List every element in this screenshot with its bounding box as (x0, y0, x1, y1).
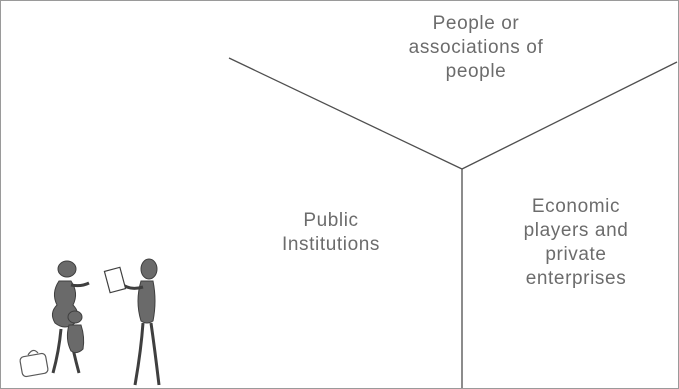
sector-label-economic-line-2: players and (523, 220, 629, 241)
sector-label-people-line-1: People or (432, 13, 520, 34)
middle-figure-body-icon (66, 324, 85, 354)
people-discussion-icon (19, 258, 161, 386)
clipboard-icon (103, 266, 127, 294)
sector-label-economic-line-4: enterprises (525, 268, 627, 289)
sector-label-people-line-3: people (445, 61, 507, 82)
right-figure-legs-icon (133, 322, 161, 386)
sector-label-public-line-2: Institutions (281, 234, 381, 255)
sector-label-public: Public Institutions (251, 209, 411, 257)
sector-label-economic: Economic players and private enterprises (481, 195, 671, 291)
left-figure-arm-icon (70, 281, 90, 288)
sector-label-people: People or associations of people (361, 12, 591, 84)
briefcase-handle-icon (27, 349, 39, 356)
sector-label-public-line-1: Public (303, 210, 359, 231)
briefcase-icon (19, 352, 49, 378)
divider-line-left (228, 57, 463, 170)
sector-label-people-line-2: associations of (408, 37, 544, 58)
middle-figure-head-icon (67, 310, 83, 324)
right-figure-body-icon (137, 280, 156, 324)
sector-label-economic-line-3: private (545, 244, 607, 265)
divider-line-right (461, 61, 678, 170)
right-figure-head-icon (140, 258, 158, 280)
sector-label-economic-line-1: Economic (531, 196, 621, 217)
left-figure-head-icon (57, 260, 77, 278)
